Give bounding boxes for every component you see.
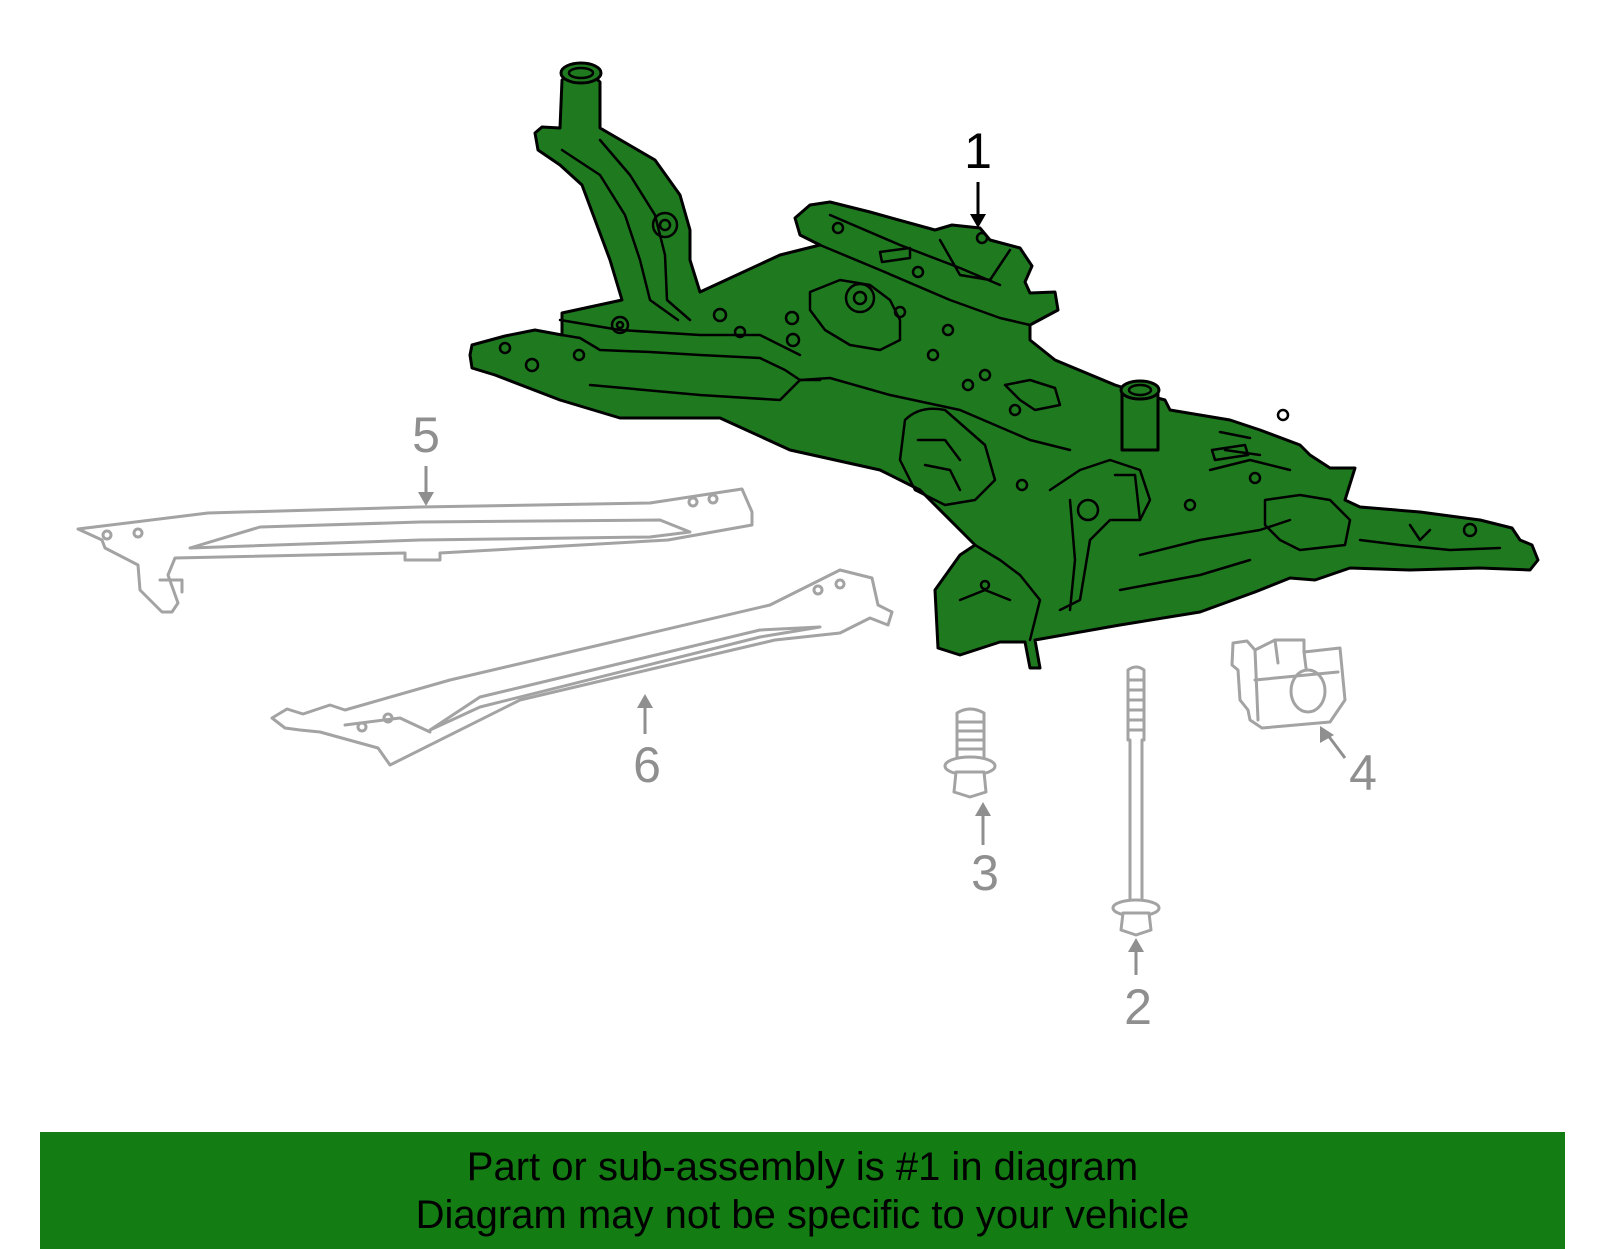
info-banner: Part or sub-assembly is #1 in diagram Di… xyxy=(40,1132,1565,1249)
part-2-long-bolt[interactable] xyxy=(1111,665,1161,937)
leader-arrow-5 xyxy=(418,466,434,506)
part-1-crossmember[interactable] xyxy=(468,61,1540,670)
crossmember-body xyxy=(468,70,1540,670)
tower-left-cap xyxy=(559,61,603,85)
callout-6: 6 xyxy=(633,737,661,793)
leader-arrow-6 xyxy=(637,694,653,734)
part-4-bushing-bracket[interactable] xyxy=(1230,638,1347,730)
callout-3: 3 xyxy=(971,845,999,901)
callout-1: 1 xyxy=(964,123,992,179)
leader-arrow-3 xyxy=(975,802,991,845)
banner-line-2: Diagram may not be specific to your vehi… xyxy=(415,1192,1190,1237)
banner-line-1: Part or sub-assembly is #1 in diagram xyxy=(466,1144,1139,1189)
leader-arrow-1 xyxy=(970,182,986,228)
leader-arrow-4 xyxy=(1320,726,1347,759)
part-3-bolt[interactable] xyxy=(943,707,997,799)
callout-5: 5 xyxy=(412,407,440,463)
leader-arrow-2 xyxy=(1128,938,1144,975)
part-5-upper-brace[interactable] xyxy=(76,487,754,614)
callout-2: 2 xyxy=(1124,979,1152,1035)
part-6-lower-brace[interactable] xyxy=(270,568,894,767)
callout-4: 4 xyxy=(1349,745,1377,801)
